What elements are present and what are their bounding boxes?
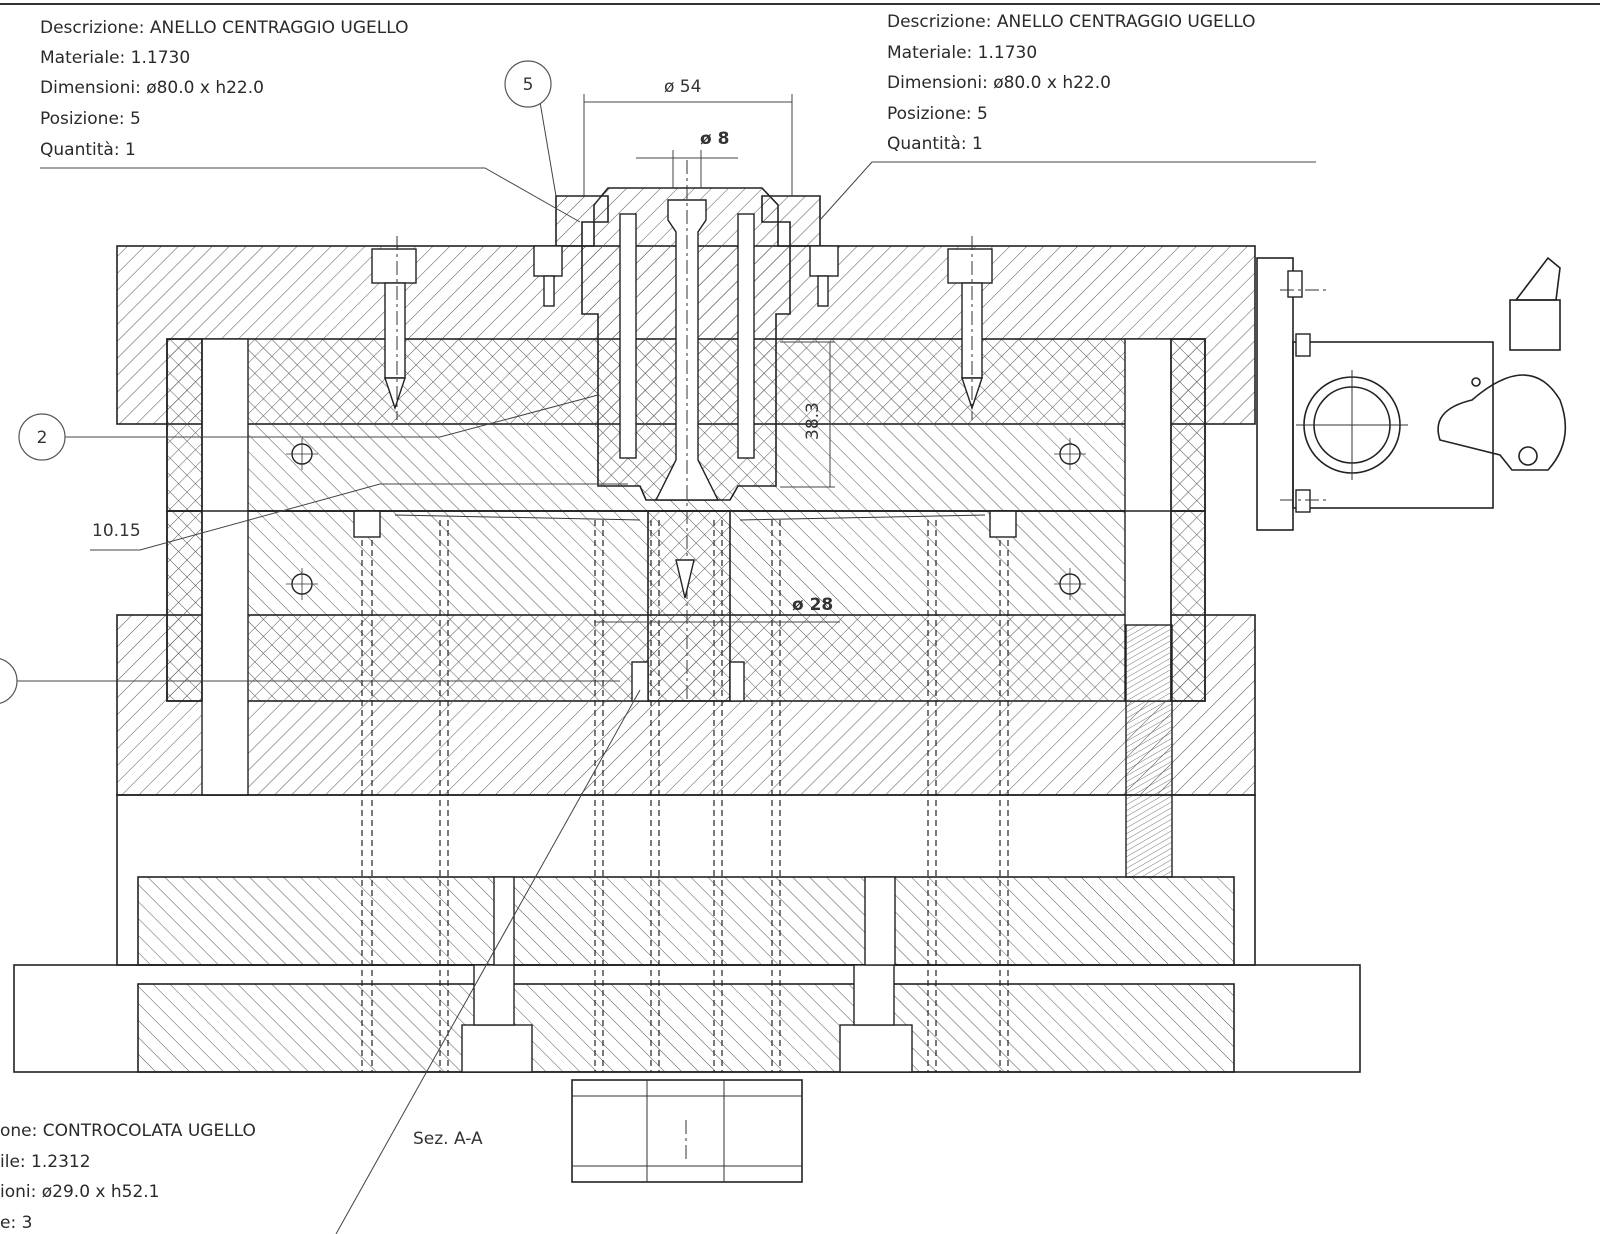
balloon-5: 5 <box>504 60 552 108</box>
balloon-2: 2 <box>18 413 66 461</box>
tl-quantita: Quantità: 1 <box>40 140 136 160</box>
balloon-3: 3 <box>0 658 18 704</box>
bottom-clamp-plate <box>13 964 1361 1073</box>
callout-top-left: Descrizione: ANELLO CENTRAGGIO UGELLO Ma… <box>40 18 408 160</box>
tl-dimensioni: Dimensioni: ø80.0 x h22.0 <box>40 78 264 98</box>
dimension-lines <box>335 94 840 1234</box>
callout-top-right: Descrizione: ANELLO CENTRAGGIO UGELLO Ma… <box>887 12 1255 154</box>
bl-posizione: e: 3 <box>0 1213 32 1233</box>
balloon-2-text: 2 <box>37 428 48 448</box>
tl-posizione: Posizione: 5 <box>40 109 141 129</box>
bl-materiale: ile: 1.2312 <box>0 1152 91 1172</box>
dim-38-3: 38.3 <box>803 402 823 440</box>
side-latch-mechanism <box>1256 256 1567 531</box>
locating-ring <box>533 195 839 307</box>
callout-bottom-left: one: CONTROCOLATA UGELLO ile: 1.2312 ion… <box>0 1121 256 1233</box>
clamp-screws <box>371 236 993 420</box>
section-label: Sez. A-A <box>413 1129 483 1149</box>
sprue-bushing <box>581 160 791 700</box>
ejector-retainer-plate <box>137 876 1235 966</box>
core-insert <box>631 510 745 702</box>
bl-dimensioni: ioni: ø29.0 x h52.1 <box>0 1182 160 1202</box>
dim-54: ø 54 <box>664 77 701 97</box>
bl-descrizione: one: CONTROCOLATA UGELLO <box>0 1121 256 1141</box>
tr-descrizione: Descrizione: ANELLO CENTRAGGIO UGELLO <box>887 12 1255 32</box>
dim-8: ø 8 <box>700 129 729 149</box>
dim-28: ø 28 <box>792 595 833 615</box>
tr-dimensioni: Dimensioni: ø80.0 x h22.0 <box>887 73 1111 93</box>
tr-quantita: Quantità: 1 <box>887 134 983 154</box>
cooling-channels <box>286 438 1086 600</box>
tl-materiale: Materiale: 1.1730 <box>40 48 190 68</box>
dim-10-15: 10.15 <box>92 521 141 541</box>
knockout-bushing <box>571 1079 803 1183</box>
leader-lines <box>14 101 1316 682</box>
tr-materiale: Materiale: 1.1730 <box>887 43 1037 63</box>
return-pin <box>1125 624 1173 878</box>
tr-posizione: Posizione: 5 <box>887 104 988 124</box>
tl-descrizione: Descrizione: ANELLO CENTRAGGIO UGELLO <box>40 18 408 38</box>
balloon-5-text: 5 <box>523 75 534 95</box>
